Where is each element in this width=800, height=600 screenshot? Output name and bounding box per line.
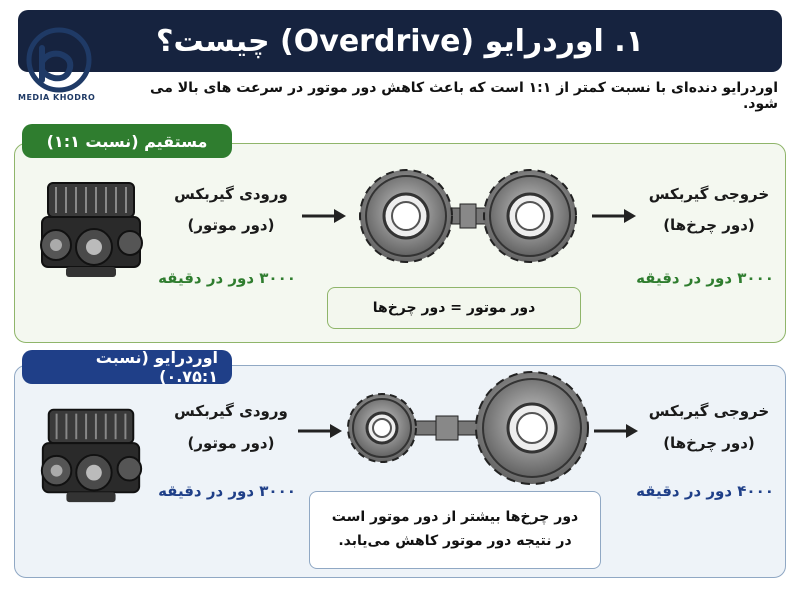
direct-input-label: ورودی گیربکس bbox=[174, 185, 288, 203]
arrow-right-icon bbox=[298, 424, 342, 438]
overdrive-note-line-1: دور چرخ‌ها بیشتر از دور موتور است bbox=[331, 509, 579, 526]
equal-gears-icon bbox=[359, 169, 577, 263]
overdrive-output-rpm: ۴۰۰۰ دور در دقیقه bbox=[636, 482, 774, 500]
logo-text: MEDIA KHODRO bbox=[18, 93, 96, 102]
gear-icon bbox=[483, 169, 577, 263]
overdrive-tab: اوردرایو (نسبت ۰.۷۵:۱) bbox=[22, 348, 232, 386]
overdrive-note-line-2: در نتیجه دور موتور کاهش می‌یابد. bbox=[338, 533, 572, 549]
direct-input-sublabel: (دور موتور) bbox=[187, 216, 275, 234]
media-khodro-logo-icon bbox=[26, 27, 92, 93]
overdrive-output-label: خروجی گیربکس bbox=[648, 402, 770, 420]
direct-output-label: خروجی گیربکس bbox=[648, 185, 770, 203]
intro-text: اوردرایو دنده‌ای با نسبت کمتر از ۱:۱ است… bbox=[150, 80, 778, 112]
overdrive-gears-icon bbox=[347, 371, 589, 485]
large-gear-icon bbox=[475, 371, 589, 485]
overdrive-output-sublabel: (دور چرخ‌ها) bbox=[663, 434, 755, 452]
page-title: ۱. اوردرایو (Overdrive) چیست؟ bbox=[18, 10, 782, 72]
direct-input-rpm: ۳۰۰۰ دور در دقیقه bbox=[158, 269, 296, 287]
arrow-right-icon bbox=[594, 424, 638, 438]
engine-icon bbox=[40, 408, 143, 503]
direct-output-rpm: ۳۰۰۰ دور در دقیقه bbox=[636, 269, 774, 287]
direct-note: دور موتور = دور چرخ‌ها bbox=[327, 287, 581, 329]
arrow-right-icon bbox=[592, 209, 636, 223]
direct-output-sublabel: (دور چرخ‌ها) bbox=[663, 216, 755, 234]
gear-icon bbox=[359, 169, 453, 263]
arrow-right-icon bbox=[302, 209, 346, 223]
overdrive-input-rpm: ۳۰۰۰ دور در دقیقه bbox=[158, 482, 296, 500]
overdrive-input-sublabel: (دور موتور) bbox=[187, 434, 275, 452]
small-gear-icon bbox=[347, 393, 417, 463]
engine-icon bbox=[40, 182, 143, 277]
overdrive-input-label: ورودی گیربکس bbox=[174, 402, 288, 420]
overdrive-note: دور چرخ‌ها بیشتر از دور موتور است در نتی… bbox=[309, 491, 601, 569]
direct-tab: مستقیم (نسبت ۱:۱) bbox=[22, 124, 232, 158]
